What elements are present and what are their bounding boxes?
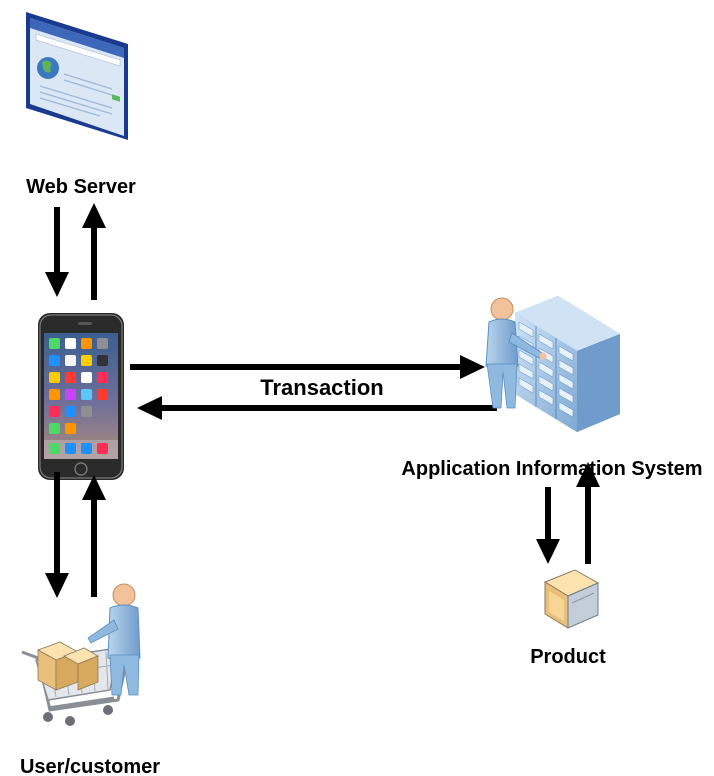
transaction-label: Transaction bbox=[260, 375, 383, 400]
arrow-up-product-to-system bbox=[576, 462, 600, 564]
arrow-up-phone-to-web bbox=[82, 203, 106, 300]
server-rack-icon bbox=[515, 296, 620, 432]
arrow-up-user-to-phone bbox=[82, 475, 106, 597]
product-label: Product bbox=[530, 646, 606, 668]
app-info-system-label: Application Information System bbox=[401, 458, 702, 480]
operator-person-icon bbox=[485, 297, 547, 409]
web-server-label: Web Server bbox=[26, 176, 136, 198]
app-icons-grid bbox=[44, 338, 118, 459]
arrow-down-system-to-product bbox=[536, 487, 560, 564]
smartphone-icon bbox=[38, 313, 124, 480]
arrow-down-phone-to-user bbox=[45, 472, 69, 598]
arrow-right-phone-to-system bbox=[130, 355, 485, 379]
arrow-down-web-to-phone bbox=[45, 207, 69, 297]
address-bar-go-icon bbox=[112, 94, 120, 102]
user-customer-label: User/customer bbox=[20, 756, 160, 776]
home-button-icon bbox=[74, 462, 88, 476]
web-server-icon bbox=[26, 12, 128, 140]
arrow-left-system-to-phone bbox=[137, 396, 497, 420]
product-box-icon bbox=[543, 569, 600, 629]
shopping-cart-icon bbox=[21, 641, 128, 726]
customer-person-icon bbox=[87, 583, 141, 696]
